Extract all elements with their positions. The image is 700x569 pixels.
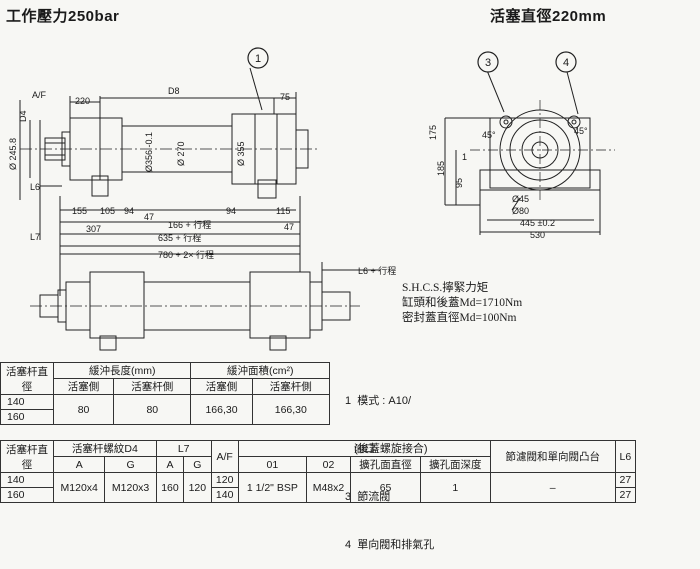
- cell-valve: –: [489, 472, 616, 503]
- dim-220: 220: [75, 96, 90, 106]
- th-cushion-length: 緩沖長度(mm): [52, 362, 192, 379]
- legend-item: 4 單向閥和排氣孔: [345, 539, 435, 551]
- th-piston-side: 活塞側: [190, 378, 253, 395]
- th-l6: L6: [614, 440, 637, 473]
- cell-port-02: M48x2: [305, 472, 352, 503]
- cell-rod: 140: [0, 394, 54, 410]
- th-rod-diameter: 活塞杆直徑: [0, 362, 54, 395]
- th-rod-side: 活塞杆側: [113, 378, 192, 395]
- th-rod-diameter: 活塞杆直徑: [0, 440, 54, 473]
- th-a: A: [52, 456, 106, 473]
- th-a: A: [155, 456, 185, 473]
- th-bore-dia: 擴孔面直徑: [350, 456, 421, 473]
- cell-len-rod: 80: [113, 394, 192, 425]
- cell-thread-g: M120x3: [104, 472, 157, 503]
- dim-95: 95: [454, 178, 464, 188]
- dim-445: 445 ±0.2: [520, 218, 555, 228]
- legend-item: 1 模式 : A10/: [345, 395, 412, 407]
- cushion-table: 活塞杆直徑 緩沖長度(mm) 緩沖面積(cm²) 活塞側 活塞杆側 活塞側 活塞…: [0, 362, 331, 425]
- th-02: 02: [305, 456, 352, 473]
- th-l7: L7: [155, 440, 212, 457]
- dim-dia-245: Ø 245.8: [8, 138, 18, 170]
- dim-dia-356: Ø356 -0.1: [144, 132, 154, 172]
- label-d4: D4: [18, 110, 28, 122]
- dim-47a: 47: [144, 212, 154, 222]
- dim-dia-80: Ø80: [512, 206, 529, 216]
- dim-635: 635 + 行程: [158, 232, 201, 243]
- th-valve-boss: 節濾閥和單向閥凸台: [489, 440, 616, 473]
- dim-dia-355: Ø 355: [236, 141, 246, 166]
- shcs-line: 缸頭和後蓋Md=1710Nm: [402, 297, 523, 309]
- dim-75: 75: [280, 92, 290, 102]
- label-l6: L6: [30, 182, 40, 192]
- dim-780: 780 + 2× 行程: [158, 249, 214, 260]
- dim-530: 530: [530, 230, 545, 240]
- page-title: 工作壓力250bar: [6, 8, 120, 25]
- dim-115: 115: [276, 206, 290, 216]
- technical-drawing: 1 3 4 A/F 220 D8 75 D4 Ø 245.8 Ø356 -0.1…: [8, 47, 615, 351]
- dim-94a: 94: [124, 206, 134, 216]
- dim-dia-45: Ø45: [512, 194, 529, 204]
- th-01: 01: [237, 456, 307, 473]
- cell-rod: 140: [0, 472, 54, 488]
- cell-l6: 27: [614, 487, 637, 503]
- dim-47b: 47: [284, 222, 294, 232]
- cell-rod: 160: [0, 409, 54, 425]
- shcs-line: S.H.C.S.擰緊力矩: [402, 282, 489, 294]
- angle-left: 45°: [482, 130, 496, 140]
- dim-166: 166 + 行程: [168, 219, 211, 230]
- port-table: 活塞杆直徑 活塞杆螺紋D4 L7 A/F 油口 節濾閥和單向閥凸台 L6 A G…: [0, 440, 637, 503]
- cell-l6: 27: [614, 472, 637, 488]
- shcs-notes: S.H.C.S.擰緊力矩 缸頭和後蓋Md=1710Nm 密封蓋直徑Md=100N…: [402, 281, 522, 326]
- callout-3: 3: [485, 57, 491, 69]
- th-port: 油口: [237, 440, 491, 457]
- dim-l6-stroke: L6 + 行程: [358, 265, 396, 276]
- th-bore-depth: 擴孔面深度: [419, 456, 491, 473]
- cell-af: 140: [210, 487, 239, 503]
- th-thread-d4: 活塞杆螺紋D4: [53, 440, 157, 457]
- cell-l7-g: 120: [183, 472, 212, 503]
- piston-diameter-title: 活塞直徑220mm: [490, 8, 607, 25]
- th-g: G: [104, 456, 157, 473]
- th-g: G: [183, 456, 212, 473]
- cell-bore-depth: 1: [419, 472, 491, 503]
- cell-bore-dia: 65: [350, 472, 421, 503]
- dim-307: 307: [86, 224, 101, 234]
- cell-port-01: 1 1/2" BSP: [237, 472, 307, 503]
- dim-185: 185: [436, 161, 446, 176]
- cell-area-rod: 166,30: [251, 394, 331, 425]
- cell-af: 120: [210, 472, 239, 488]
- cell-len-piston: 80: [52, 394, 115, 425]
- label-d8: D8: [168, 86, 180, 96]
- callout-4: 4: [563, 57, 569, 69]
- th-piston-side: 活塞側: [52, 378, 115, 395]
- dim-1: 1: [462, 152, 467, 162]
- dim-155: 155: [72, 206, 87, 216]
- th-cushion-area: 緩沖面積(cm²): [190, 362, 330, 379]
- dim-94b: 94: [226, 206, 236, 216]
- label-af: A/F: [32, 90, 47, 100]
- dim-105: 105: [100, 206, 115, 216]
- angle-right: 45°: [574, 126, 588, 136]
- cell-rod: 160: [0, 487, 54, 503]
- label-l7: L7: [30, 232, 40, 242]
- th-rod-side: 活塞杆側: [251, 378, 331, 395]
- cell-l7-a: 160: [155, 472, 185, 503]
- th-af: A/F: [210, 440, 239, 473]
- cell-thread-a: M120x4: [52, 472, 106, 503]
- cell-area-piston: 166,30: [190, 394, 253, 425]
- dim-175: 175: [428, 125, 438, 140]
- dim-dia-270: Ø 270: [176, 141, 186, 166]
- shcs-line: 密封蓋直徑Md=100Nm: [402, 312, 517, 324]
- callout-1: 1: [255, 53, 261, 65]
